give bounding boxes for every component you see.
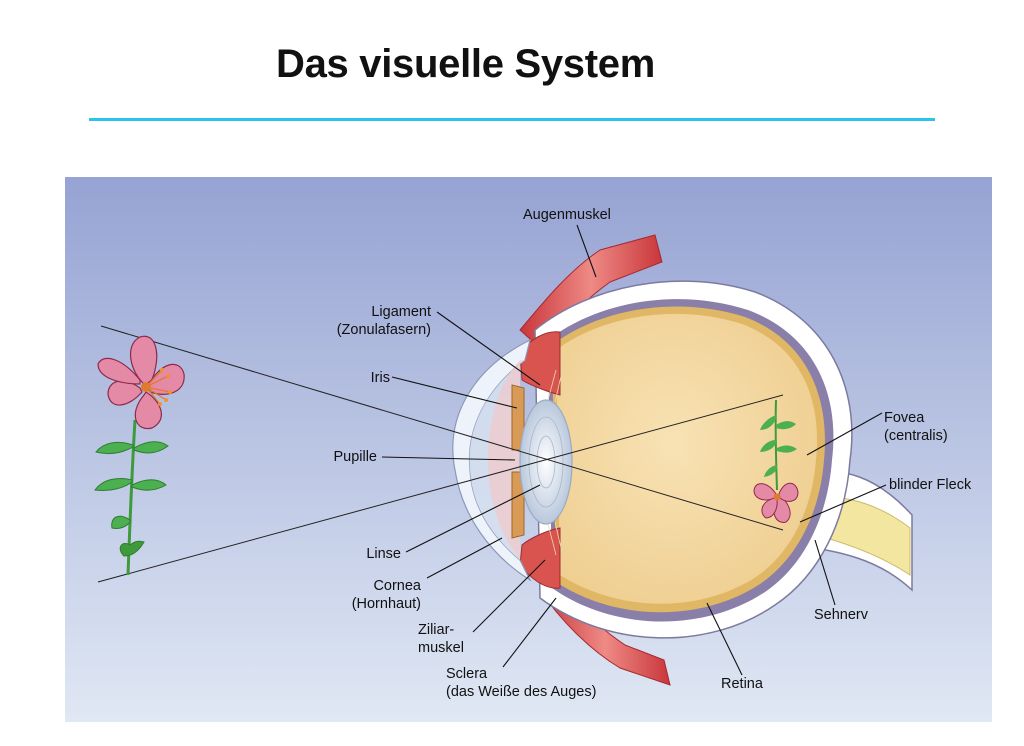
label-fovea: Fovea: [884, 410, 925, 426]
label-sclera: Sclera: [446, 666, 488, 682]
label-cornea: Cornea: [373, 578, 421, 594]
label-cornea-sub: (Hornhaut): [352, 596, 421, 612]
label-sehnerv: Sehnerv: [814, 607, 869, 623]
flower-object: [94, 335, 185, 576]
zonular-fibers: [547, 369, 563, 556]
leader-linse: [405, 484, 541, 553]
lens-ring: [528, 416, 564, 508]
leader-sehnerv: [814, 539, 836, 606]
label-retina: Retina: [721, 676, 764, 692]
leader-iris: [391, 376, 518, 409]
label-blinder-fleck: blinder Fleck: [889, 477, 972, 493]
leader-pupille: [381, 456, 516, 461]
leader-retina: [706, 602, 743, 676]
eye-diagram: Augenmuskel Ligament (Zonulafasern) Iris…: [65, 177, 992, 722]
leader-cornea: [426, 537, 503, 579]
leader-blinder-fleck: [799, 484, 887, 523]
leader-fovea: [806, 412, 883, 456]
vitreous-body: [556, 313, 818, 604]
label-iris: Iris: [371, 370, 390, 386]
label-augenmuskel: Augenmuskel: [523, 207, 611, 223]
leader-ligament: [436, 311, 541, 386]
label-linse: Linse: [366, 546, 401, 562]
label-ziliar-sub: muskel: [418, 640, 464, 656]
label-pupille: Pupille: [333, 449, 377, 465]
label-ligament: Ligament: [371, 304, 431, 320]
title-divider: [89, 118, 935, 121]
leader-sclera: [502, 597, 557, 668]
retinal-image: [753, 399, 799, 523]
page-title: Das visuelle System: [276, 42, 655, 86]
label-fovea-sub: (centralis): [884, 428, 948, 444]
label-ligament-sub: (Zonulafasern): [337, 322, 431, 338]
light-ray-1: [100, 325, 784, 531]
label-ziliar: Ziliar-: [418, 622, 454, 638]
label-sclera-sub: (das Weiße des Auges): [446, 684, 596, 700]
leader-augenmuskel: [576, 224, 597, 278]
eye-diagram-svg: Augenmuskel Ligament (Zonulafasern) Iris…: [65, 177, 992, 722]
leader-ziliarmuskel: [472, 559, 546, 633]
light-ray-2: [97, 394, 784, 583]
ciliary-muscle-top: [519, 331, 561, 396]
lens: [519, 399, 573, 525]
leader-lines: [381, 224, 887, 676]
